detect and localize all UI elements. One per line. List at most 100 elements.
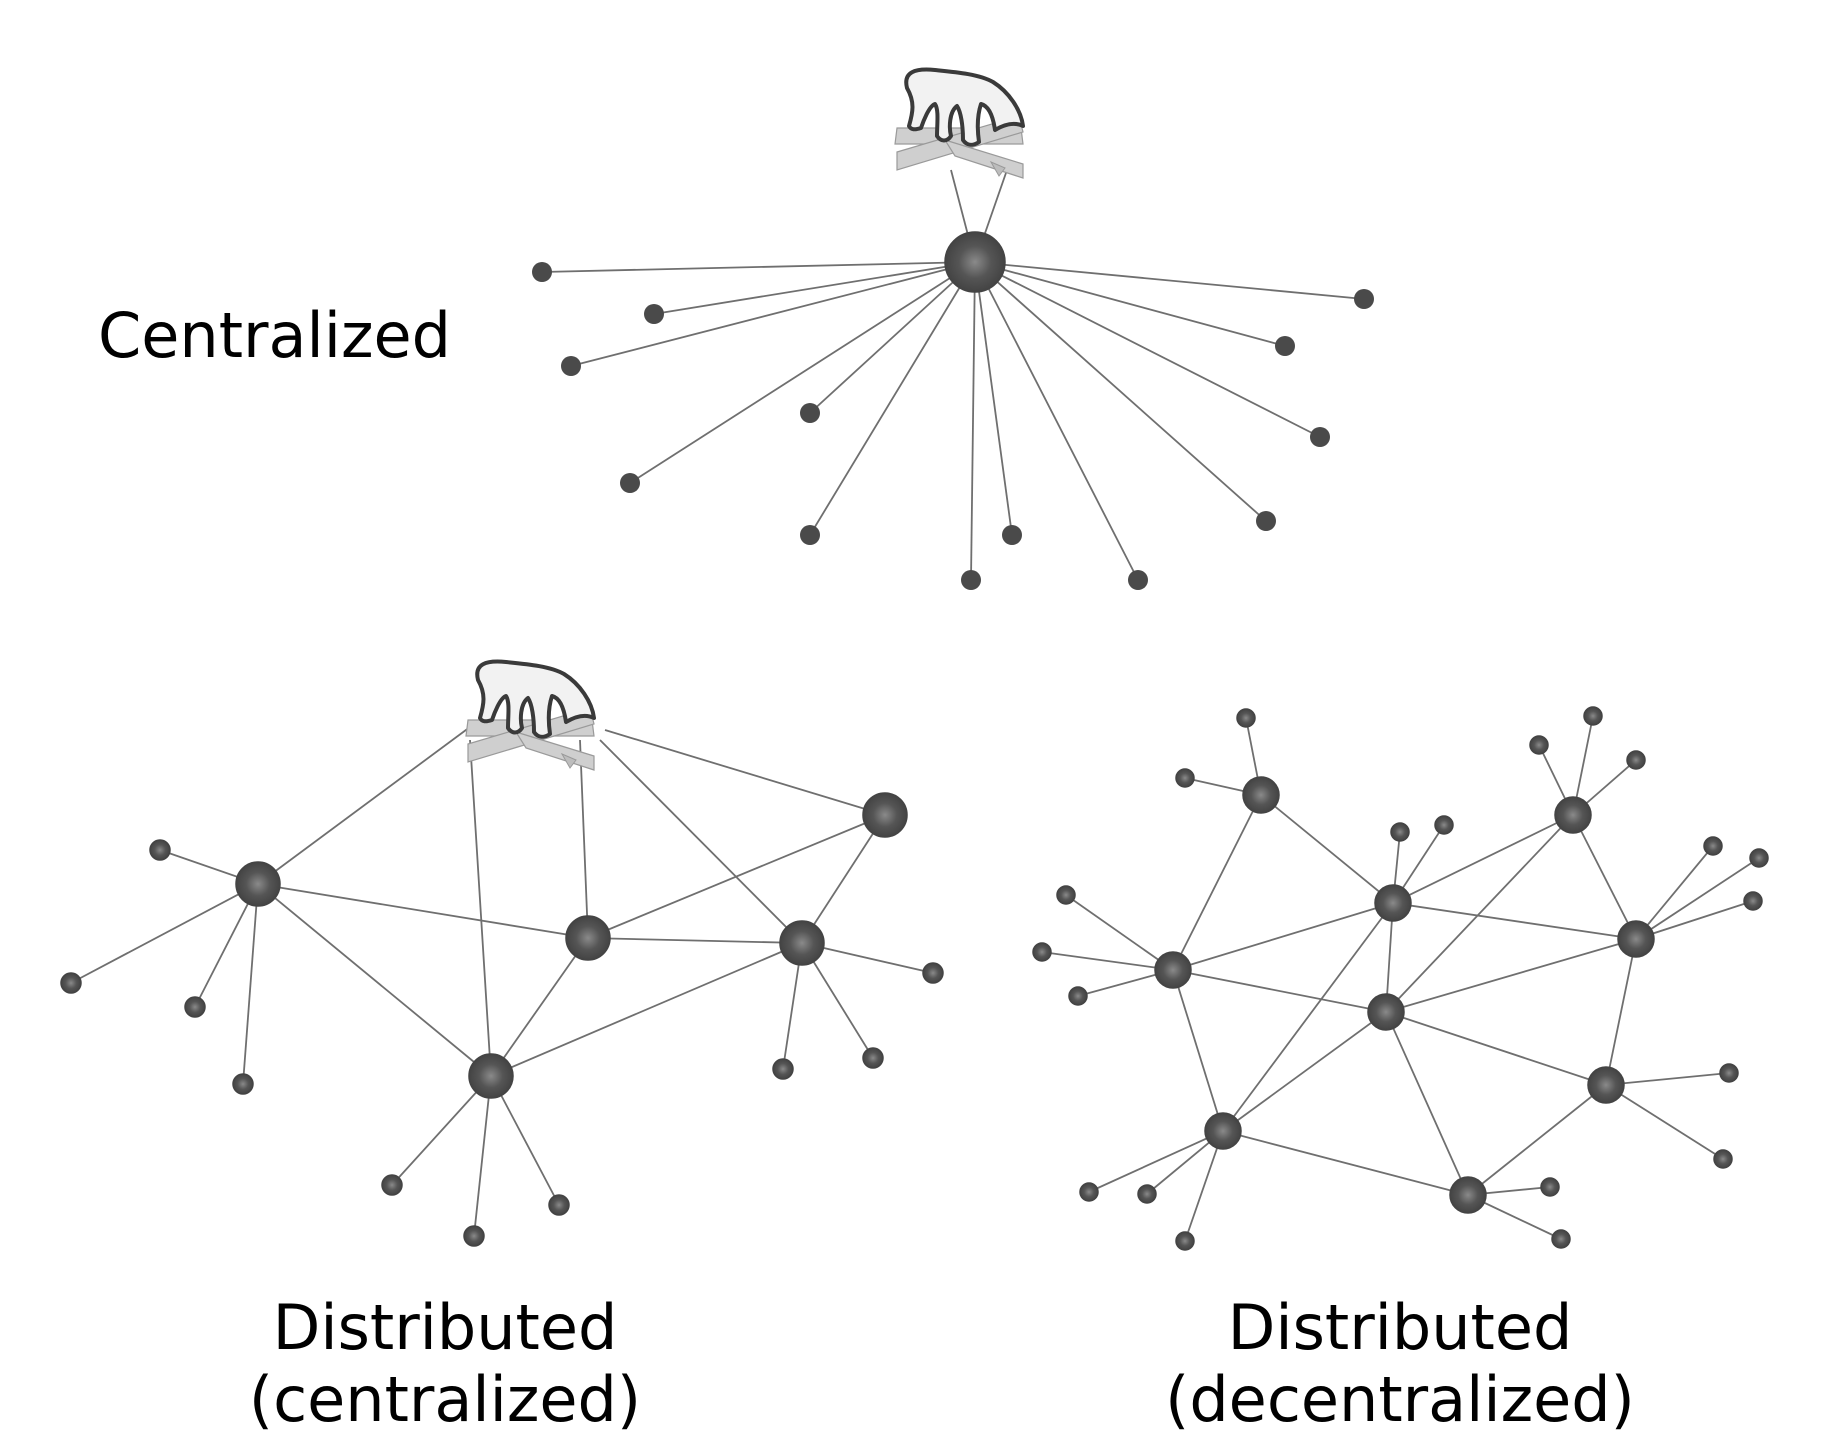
- leaf-node: [1079, 1182, 1099, 1202]
- controller-string: [604, 729, 886, 816]
- edge: [1172, 969, 1387, 1013]
- distributed-decentralized-edges: [1041, 715, 1760, 1242]
- edge: [570, 261, 976, 367]
- label-distributed-decentralized: Distributed (decentralized): [1140, 1292, 1660, 1436]
- leaf-node: [961, 570, 981, 590]
- leaf-node: [184, 996, 206, 1018]
- hub-node: [235, 861, 281, 907]
- hub-node: [862, 792, 908, 838]
- controller-string: [599, 739, 803, 944]
- leaf-node: [1175, 1231, 1195, 1251]
- leaf-node: [1583, 706, 1603, 726]
- hub-node: [1154, 951, 1192, 989]
- edge: [1065, 894, 1174, 971]
- leaf-node: [1551, 1229, 1571, 1249]
- leaf-node: [1137, 1184, 1157, 1204]
- leaf-node: [620, 473, 640, 493]
- leaf-node: [1626, 750, 1646, 770]
- edge: [391, 1075, 492, 1186]
- leaf-node: [548, 1194, 570, 1216]
- leaf-node: [561, 356, 581, 376]
- leaf-node: [1540, 1177, 1560, 1197]
- edge: [974, 261, 1013, 536]
- edge: [70, 883, 259, 984]
- hub-node: [1554, 796, 1592, 834]
- leaf-node: [800, 525, 820, 545]
- edge: [1467, 1084, 1607, 1196]
- edge: [1172, 902, 1394, 971]
- edge: [629, 261, 976, 484]
- leaf-node: [1275, 336, 1295, 356]
- edge: [242, 883, 259, 1085]
- edge: [1635, 845, 1714, 940]
- leaf-node: [232, 1073, 254, 1095]
- label-centralized: Centralized: [98, 299, 452, 372]
- leaf-node: [1529, 735, 1549, 755]
- leaf-node: [644, 304, 664, 324]
- leaf-node: [772, 1058, 794, 1080]
- edge: [1088, 1130, 1224, 1193]
- edge: [1385, 938, 1637, 1013]
- leaf-node: [381, 1174, 403, 1196]
- distributed-centralized-edges: [70, 726, 934, 1237]
- edge: [809, 261, 976, 536]
- hub-node: [565, 915, 611, 961]
- edge: [1172, 969, 1224, 1132]
- hub-node: [1587, 1066, 1625, 1104]
- edge: [490, 942, 803, 1077]
- leaf-node: [922, 962, 944, 984]
- edge: [653, 261, 976, 315]
- controller-string: [469, 739, 492, 1077]
- hub-node: [779, 920, 825, 966]
- hub-node: [468, 1053, 514, 1099]
- centralized-network: [532, 67, 1374, 590]
- edge: [587, 814, 886, 939]
- distributed-decentralized-nodes: [1032, 706, 1769, 1251]
- edge: [1260, 794, 1394, 904]
- hub-node: [1449, 1176, 1487, 1214]
- hub-node: [1374, 884, 1412, 922]
- leaf-node: [532, 262, 552, 282]
- leaf-node: [1236, 708, 1256, 728]
- edge: [974, 261, 1139, 581]
- leaf-node: [1310, 427, 1330, 447]
- edge: [1605, 938, 1637, 1086]
- edge: [257, 883, 492, 1077]
- distributed-centralized-nodes: [60, 792, 944, 1247]
- leaf-node: [1703, 836, 1723, 856]
- controller-hand-icon: [893, 67, 1025, 180]
- leaf-node: [1749, 848, 1769, 868]
- leaf-node: [1719, 1063, 1739, 1083]
- edge: [809, 261, 976, 414]
- distributed-centralized-network: [60, 659, 944, 1247]
- leaf-node: [800, 403, 820, 423]
- leaf-node: [1354, 289, 1374, 309]
- leaf-node: [1128, 570, 1148, 590]
- hub-node: [944, 231, 1006, 293]
- edge: [1605, 1072, 1730, 1086]
- edge: [1392, 814, 1574, 904]
- leaf-node: [149, 839, 171, 861]
- edge: [1392, 902, 1637, 940]
- edge: [1172, 794, 1262, 971]
- edge: [974, 261, 1286, 347]
- edge: [194, 883, 259, 1008]
- leaf-node: [1032, 942, 1052, 962]
- edge: [974, 261, 1321, 438]
- leaf-node: [1002, 525, 1022, 545]
- edge: [801, 814, 886, 944]
- hub-node: [1242, 776, 1280, 814]
- leaf-node: [1256, 511, 1276, 531]
- leaf-node: [1743, 891, 1763, 911]
- label-distributed-centralized: Distributed (centralized): [210, 1292, 680, 1436]
- leaf-node: [1068, 986, 1088, 1006]
- edge: [974, 261, 1267, 522]
- edge: [970, 261, 976, 581]
- edge: [1385, 814, 1574, 1013]
- leaf-node: [1713, 1149, 1733, 1169]
- edge: [1184, 1130, 1224, 1242]
- controller-string: [579, 739, 589, 939]
- leaf-node: [862, 1047, 884, 1069]
- edge: [1385, 1011, 1469, 1196]
- leaf-node: [1056, 885, 1076, 905]
